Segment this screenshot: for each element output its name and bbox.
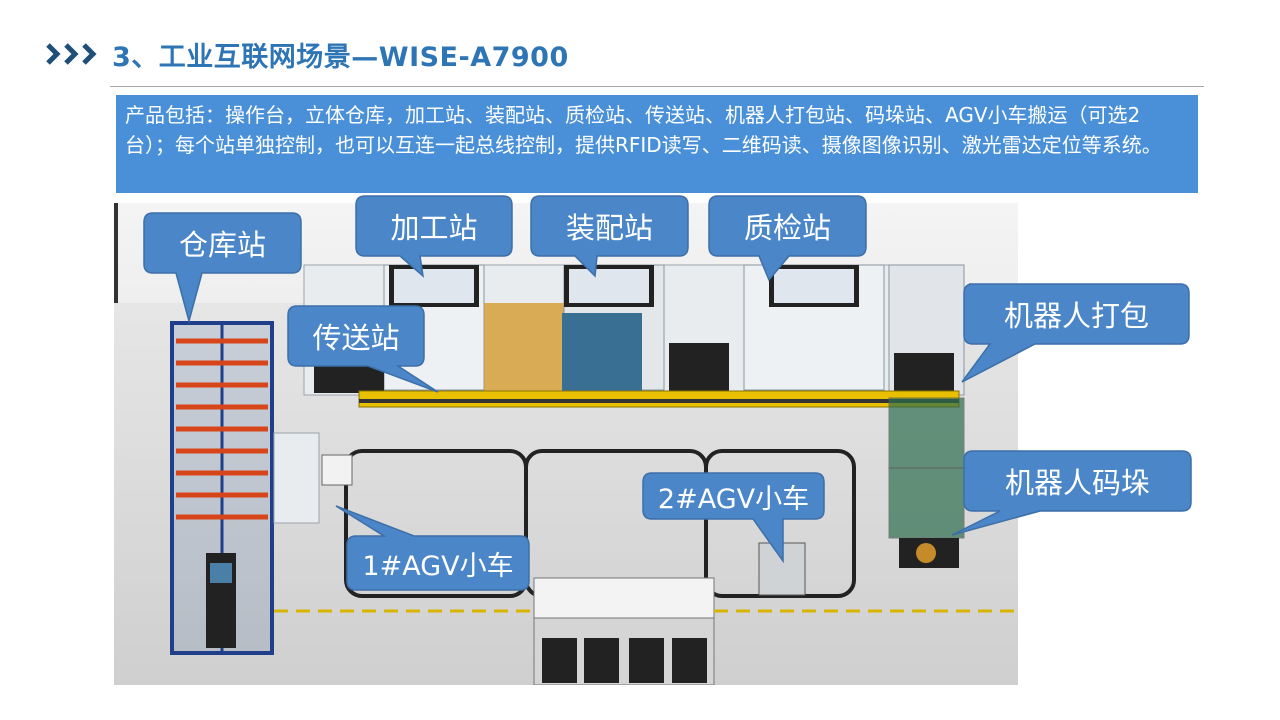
callout-shape <box>530 195 689 278</box>
factory-scene-illustration <box>114 203 1018 685</box>
callout-label: 1#AGV小车 <box>362 550 514 582</box>
title-divider <box>110 86 1204 87</box>
triple-chevron-right-icon <box>46 43 97 65</box>
callout-shape <box>642 472 825 564</box>
callout-label: 质检站 <box>743 211 831 245</box>
callout-label: 机器人打包 <box>1003 299 1149 333</box>
callout-shape <box>951 450 1192 536</box>
callout-label: 仓库站 <box>178 228 266 262</box>
warehouse-rack <box>170 321 274 655</box>
callout-conveyor: 传送站 <box>287 305 448 394</box>
operator-console <box>533 577 715 685</box>
callout-agv2: 2#AGV小车 <box>642 472 825 564</box>
callout-label: 加工站 <box>390 211 478 245</box>
callout-agv1: 1#AGV小车 <box>334 504 530 592</box>
callout-inspection: 质检站 <box>708 195 867 282</box>
product-description: 产品包括：操作台，立体仓库，加工站、装配站、质检站、传送站、机器人打包站、码垛站… <box>116 95 1198 193</box>
callout-shape <box>961 283 1190 383</box>
page-title: 3、工业互联网场景—WISE-A7900 <box>112 41 569 73</box>
callout-assembly: 装配站 <box>530 195 689 278</box>
callout-shape <box>355 195 513 278</box>
callout-processing: 加工站 <box>355 195 513 278</box>
callout-label: 机器人码垛 <box>1004 466 1150 500</box>
callout-shape <box>335 505 530 591</box>
callout-label: 2#AGV小车 <box>657 483 810 515</box>
callout-shape <box>287 305 439 393</box>
robot-cells <box>888 397 965 568</box>
title-row: 3、工业互联网场景—WISE-A7900 <box>44 34 569 74</box>
callout-label: 传送站 <box>312 321 400 355</box>
callout-warehouse: 仓库站 <box>143 212 302 324</box>
callout-shape <box>708 195 867 282</box>
callout-shape <box>143 212 302 324</box>
callout-label: 装配站 <box>565 211 653 245</box>
callout-robot-palletizing: 机器人码垛 <box>950 450 1192 537</box>
callout-robot-packing: 机器人打包 <box>960 283 1190 384</box>
